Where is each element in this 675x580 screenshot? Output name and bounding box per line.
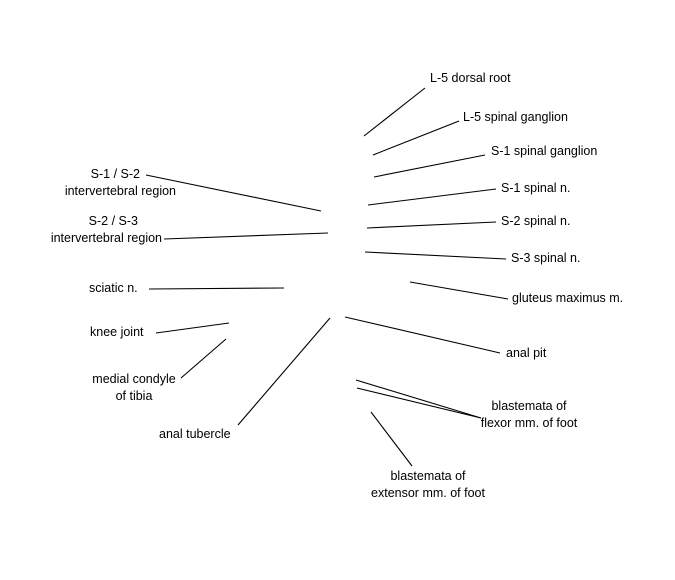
leader-s3-spinal-n [364,251,507,260]
leader-s2s3 [163,232,329,240]
label-anal-tubercle: anal tubercle [159,427,231,441]
label-blastemata-extensor: blastemata of extensor mm. of foot [371,469,485,500]
label-knee-joint: knee joint [90,325,144,339]
leader-sciatic [148,287,285,290]
leader-l5-dorsal-root [363,87,426,137]
label-blastemata-flexor: blastemata of flexor mm. of foot [480,399,578,430]
leader-extensor [370,411,413,467]
label-s1-spinal-n: S-1 spinal n. [501,181,571,195]
label-s3-spinal-n: S-3 spinal n. [511,251,581,265]
leader-medial-condyle [180,338,227,379]
label-sciatic-n: sciatic n. [89,281,138,295]
label-l5-spinal-ganglion: L-5 spinal ganglion [463,110,568,124]
label-l5-dorsal-root: L-5 dorsal root [430,71,511,85]
label-medial-condyle-tibia: medial condyle of tibia [92,372,176,403]
leader-flexor-2 [356,387,482,419]
leader-gluteus-maximus [409,281,509,300]
leader-knee-joint [155,322,230,334]
leader-anal-pit [344,316,501,354]
leader-s1-spinal-n [367,188,497,206]
leader-s2-spinal-n [366,221,497,229]
label-s2s3-intervertebral: S-2 / S-3 intervertebral region [50,214,162,245]
leader-s1-spinal-ganglion [373,154,486,178]
leader-s1s2 [145,174,322,212]
label-s1s2-intervertebral: S-1 / S-2 intervertebral region [64,167,176,198]
label-gluteus-maximus: gluteus maximus m. [512,291,624,305]
label-s2-spinal-n: S-2 spinal n. [501,214,571,228]
leader-anal-tubercle [237,317,331,426]
label-anal-pit: anal pit [506,346,547,360]
leader-l5-spinal-ganglion [372,120,460,156]
label-s1-spinal-ganglion: S-1 spinal ganglion [491,144,598,158]
leader-flexor-1 [355,379,482,419]
